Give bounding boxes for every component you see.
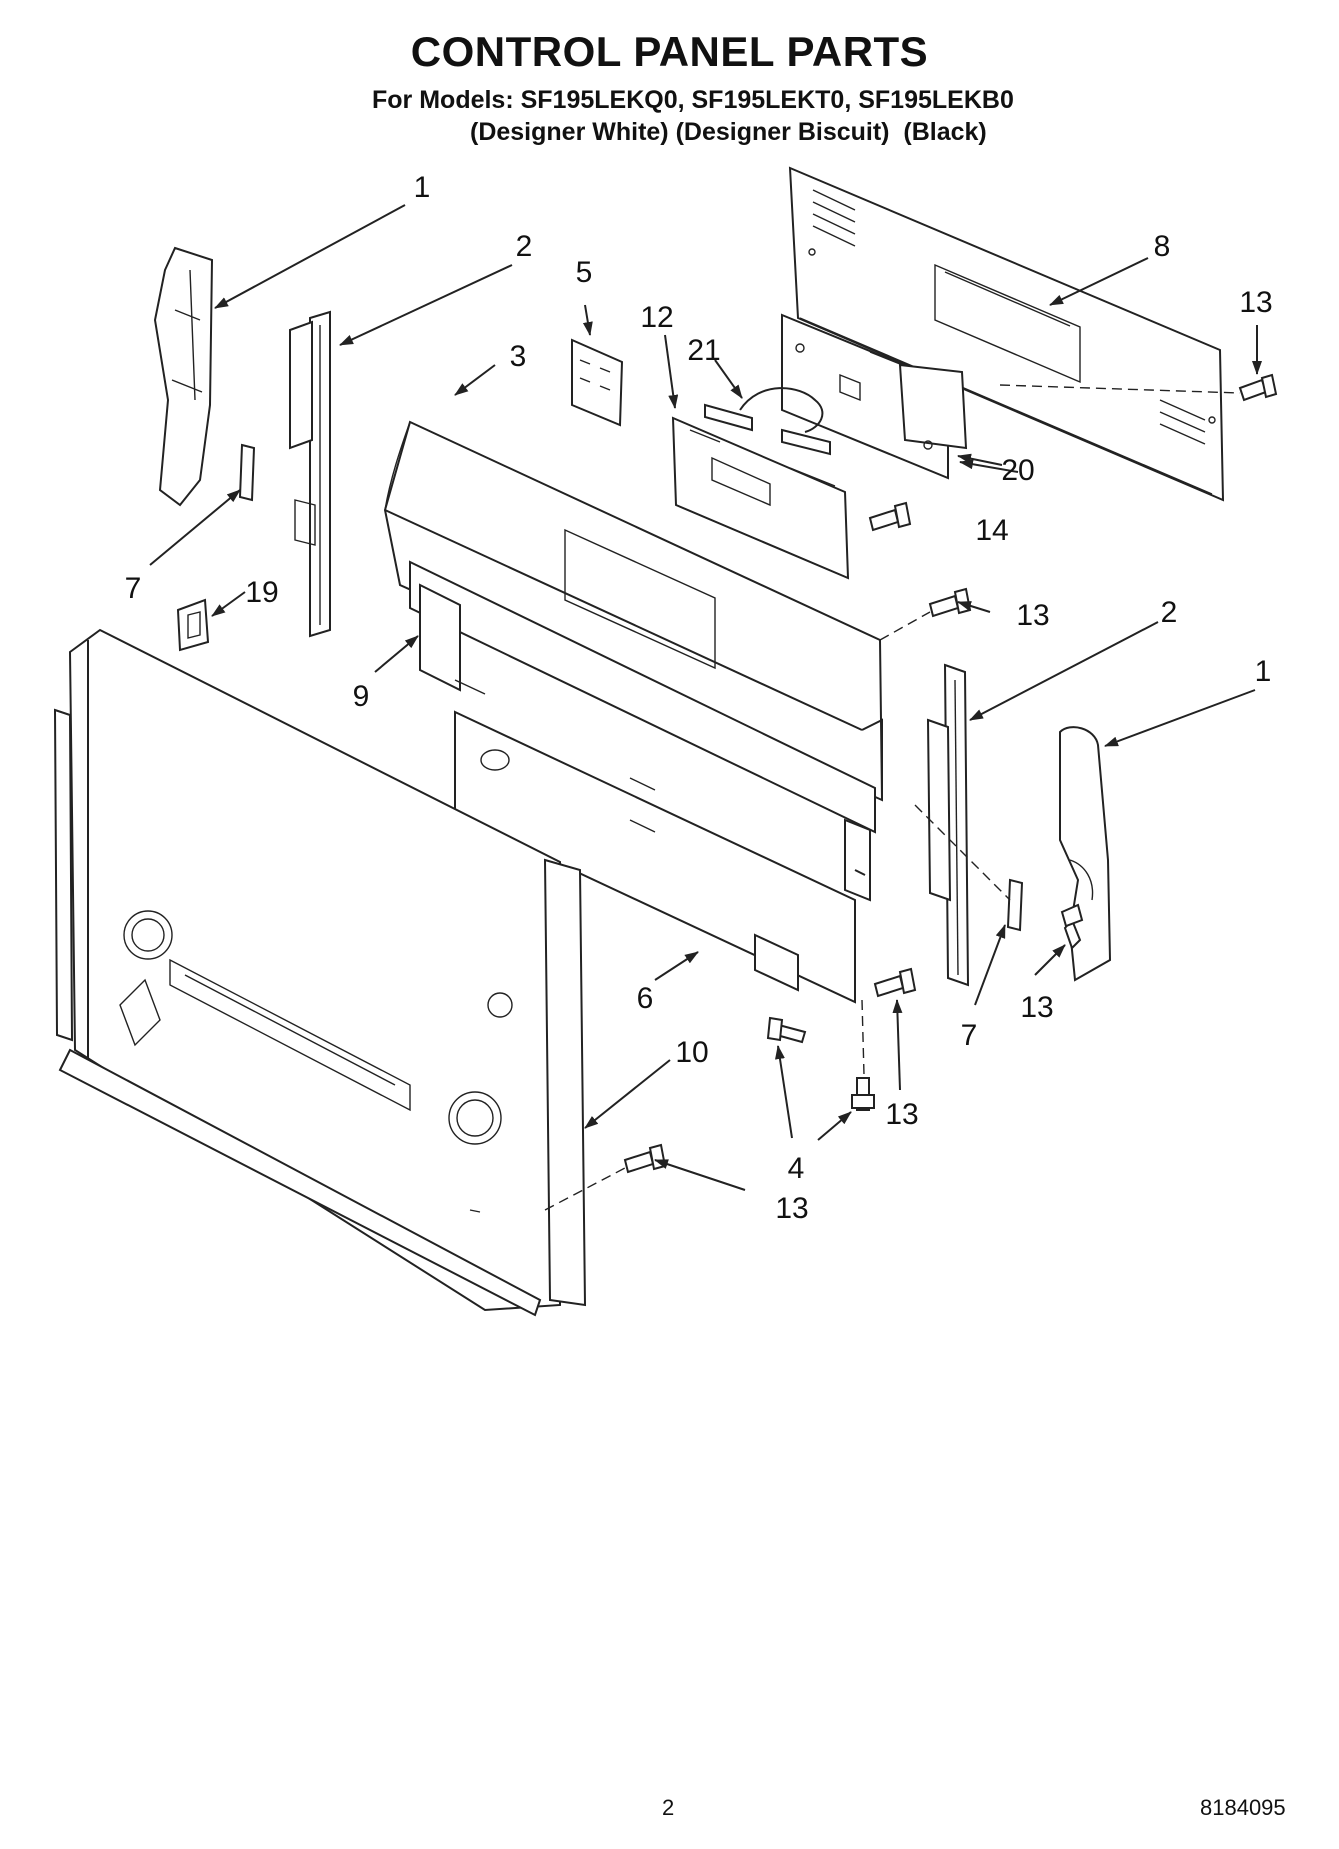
part-side-bracket-left <box>289 310 331 638</box>
page-title: CONTROL PANEL PARTS <box>410 28 929 75</box>
callout-13-mid: 13 <box>1016 599 1049 632</box>
callout-20: 20 <box>1001 454 1034 487</box>
callout-7-right: 7 <box>961 1019 978 1052</box>
callout-labels: 1 2 3 5 12 21 8 13 20 14 13 7 19 9 2 1 7… <box>125 171 1273 1225</box>
screw-14 <box>868 501 912 532</box>
screw-13-lower-mid <box>873 967 917 998</box>
color-variants-line: (Designer White) (Designer Biscuit) (Bla… <box>470 118 987 146</box>
part-control-bracket <box>671 416 850 580</box>
callout-1-right: 1 <box>1255 655 1272 688</box>
callout-10: 10 <box>675 1036 708 1069</box>
callout-21: 21 <box>687 334 720 367</box>
callout-13-top-right: 13 <box>1239 286 1272 319</box>
screw-13-top-right <box>1238 373 1278 402</box>
callout-3: 3 <box>510 340 527 373</box>
leader-arrows <box>149 204 1262 1191</box>
callout-8: 8 <box>1154 230 1171 263</box>
callout-1-left: 1 <box>414 171 431 204</box>
screw-13-bottom <box>623 1143 667 1174</box>
document-number: 8184095 <box>1200 1795 1286 1820</box>
callout-4: 4 <box>788 1152 805 1185</box>
part-end-cap-right <box>1059 726 1112 982</box>
callout-2-right: 2 <box>1161 596 1178 629</box>
part-inner-panel <box>454 710 866 1004</box>
callout-6: 6 <box>637 982 654 1015</box>
alignment-lines <box>544 384 1241 1211</box>
page-number: 2 <box>662 1795 675 1820</box>
callout-9: 9 <box>353 680 370 713</box>
part-end-cap-left <box>153 246 214 507</box>
part-wire-harness <box>704 387 831 456</box>
part-rear-shield <box>788 166 1225 502</box>
callout-2-left: 2 <box>516 230 533 263</box>
part-clip-left <box>238 443 256 502</box>
part-side-bracket-right <box>926 663 970 987</box>
screw-4-bottom <box>851 1077 875 1111</box>
callout-13-bottom: 13 <box>775 1192 808 1225</box>
screw-13-right-bracket <box>1060 903 1084 950</box>
callout-13-lower-mid: 13 <box>885 1098 918 1131</box>
screw-13-mid <box>928 587 972 618</box>
callout-12: 12 <box>640 301 673 334</box>
callout-5: 5 <box>576 256 593 289</box>
part-mounting-channel <box>409 560 876 902</box>
part-small-board <box>571 338 624 427</box>
part-clip-19 <box>176 598 210 652</box>
part-electronic-control <box>781 313 968 480</box>
callout-7-left: 7 <box>125 572 142 605</box>
screw-4-left <box>766 1016 807 1044</box>
callout-14: 14 <box>975 514 1008 547</box>
part-clip-right <box>1006 878 1024 932</box>
part-main-rear-panel <box>53 628 587 1317</box>
callout-13-right-bracket: 13 <box>1020 991 1053 1024</box>
models-line: For Models: SF195LEKQ0, SF195LEKT0, SF19… <box>372 86 1014 114</box>
callout-19: 19 <box>245 576 278 609</box>
